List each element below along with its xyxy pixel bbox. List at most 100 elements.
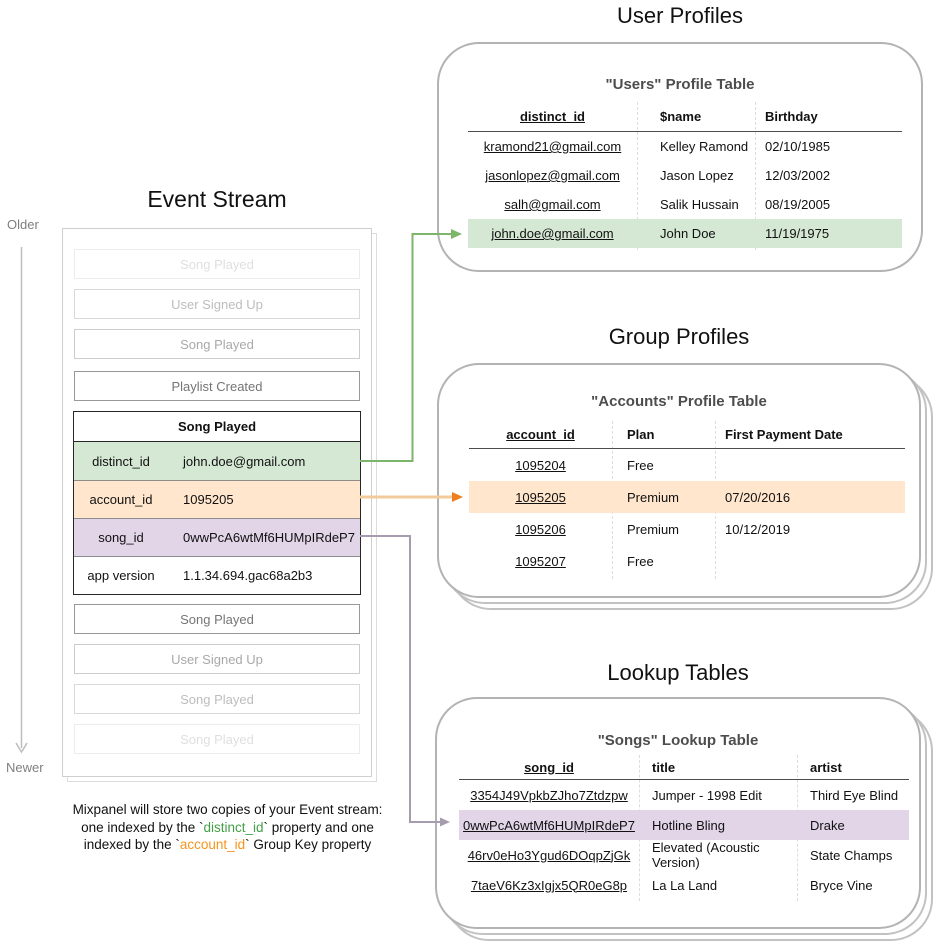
table-row-highlighted: john.doe@gmail.com John Doe 11/19/1975 [468,219,902,248]
caption-line3-pre: indexed by the ` [83,837,180,852]
column-header-title: title [652,759,676,775]
property-key: distinct_id [92,453,150,469]
cell-distinct-id: john.doe@gmail.com [491,226,614,241]
cell-birthday: 11/19/1975 [765,226,830,241]
event-item: Song Played [74,604,360,634]
header-rule [469,448,905,449]
cell-distinct-id: salh@gmail.com [504,197,601,212]
cell-name: Kelley Ramond [660,139,749,154]
table-row: 7taeV6Kz3xIgjx5QR0eG8p La La Land Bryce … [459,870,909,900]
event-item: User Signed Up [74,289,360,319]
column-header-first-payment-date: First Payment Date [725,427,843,442]
property-key: app version [87,568,155,583]
cell-artist: Third Eye Blind [810,787,899,803]
event-item: Song Played [74,249,360,279]
cell-song-id: 46rv0eHo3Ygud6DOqpZjGk [467,847,631,863]
caption-line2-post: ` property and one [263,819,374,835]
cell-plan: Free [627,457,654,473]
accounts-table: account_id Plan First Payment Date 10952… [469,421,905,577]
table-row: 1095204 Free [469,449,905,481]
cell-distinct-id: jasonlopez@gmail.com [485,168,620,183]
songs-card-title: "Songs" Lookup Table [597,732,759,749]
user-profiles-section-title: User Profiles [617,3,743,28]
caption-line1: Mixpanel will store two copies of your E… [72,802,383,817]
cell-account-id: 1095205 [515,489,566,505]
header-rule [468,131,902,132]
cell-song-id: 3354J49VpkbZJho7Ztdzpw [470,787,628,803]
event-item: Song Played [74,724,360,754]
column-header-artist: artist [810,759,842,775]
table-row: 1095207 Free [469,545,905,577]
cell-birthday: 08/19/2005 [765,197,831,212]
cell-birthday: 12/03/2002 [765,168,831,183]
cell-title: Jumper - 1998 Edit [652,787,762,803]
songs-lookup-card: "Songs" Lookup Table song_id title artis… [435,697,921,929]
event-item: Song Played [74,329,360,359]
songs-table: song_id title artist 3354J49VpkbZJho7Ztd… [459,755,909,900]
column-header-account-id: account_id [506,427,575,442]
table-row: 3354J49VpkbZJho7Ztdzpw Jumper - 1998 Edi… [459,780,909,810]
table-header-row: song_id title artist [459,755,909,779]
column-header-name: $name [660,109,702,124]
expanded-event-name: Song Played [74,412,360,442]
event-property-row-distinct-id: distinct_id john.doe@gmail.com [74,442,360,480]
accounts-profile-card: "Accounts" Profile Table account_id Plan… [437,363,921,598]
property-key: account_id [89,492,153,507]
table-header-row: account_id Plan First Payment Date [469,421,905,448]
property-value: 1.1.34.694.gac68a2b3 [183,568,313,583]
cell-name: Salik Hussain [660,197,739,212]
property-key: song_id [98,530,144,545]
header-rule [459,779,909,780]
cell-title: Elevated (Acoustic Version) [652,840,760,870]
table-row-highlighted: 1095205 Premium 07/20/2016 [469,481,905,513]
cell-name: John Doe [660,226,716,241]
expanded-event-card: Song Played distinct_id john.doe@gmail.c… [73,411,361,595]
event-property-row-app-version: app version 1.1.34.694.gac68a2b3 [74,556,360,594]
newer-label: Newer [6,760,44,775]
cell-title: La La Land [652,877,718,893]
caption-line3-post: ` Group Key property [245,837,372,852]
cell-plan: Free [627,553,654,569]
table-row: salh@gmail.com Salik Hussain 08/19/2005 [468,190,902,219]
cell-birthday: 02/10/1985 [765,139,831,154]
caption-distinct-id-keyword: distinct_id [203,819,264,835]
lookup-tables-section-title: Lookup Tables [607,660,749,685]
column-header-plan: Plan [627,427,655,442]
table-row: 46rv0eHo3Ygud6DOqpZjGk Elevated (Acousti… [459,840,909,870]
table-row: jasonlopez@gmail.com Jason Lopez 12/03/2… [468,161,902,190]
cell-song-id: 7taeV6Kz3xIgjx5QR0eG8p [470,877,628,893]
users-card-title: "Users" Profile Table [605,76,755,93]
cell-name: Jason Lopez [660,168,734,183]
footnote-caption: Mixpanel will store two copies of your E… [25,801,430,854]
property-value: john.doe@gmail.com [183,453,306,469]
users-profile-card: "Users" Profile Table distinct_id $name … [437,42,923,272]
table-row: kramond21@gmail.com Kelley Ramond 02/10/… [468,132,902,161]
cell-plan: Premium [627,489,680,505]
column-header-distinct-id: distinct_id [519,109,585,124]
table-row: 1095206 Premium 10/12/2019 [469,513,905,545]
caption-line2-pre: one indexed by the ` [81,819,204,835]
event-item: User Signed Up [74,644,360,674]
cell-first-payment-date: 10/12/2019 [725,521,791,537]
cell-first-payment-date: 07/20/2016 [725,489,791,505]
accounts-card-title: "Accounts" Profile Table [591,393,767,410]
cell-distinct-id: kramond21@gmail.com [483,139,622,154]
cell-song-id: 0wwPcA6wtMf6HUMpIRdeP7 [463,817,635,833]
event-item: Song Played [74,684,360,714]
cell-artist: State Champs [810,847,893,863]
column-header-song-id: song_id [524,759,574,775]
cell-account-id: 1095207 [515,553,566,569]
column-separator [755,102,756,250]
cell-artist: Bryce Vine [810,877,873,893]
table-row-highlighted: 0wwPcA6wtMf6HUMpIRdeP7 Hotline Bling Dra… [459,810,909,840]
event-stream-title: Event Stream [147,186,287,212]
property-value: 1095205 [183,492,234,507]
table-header-row: distinct_id $name Birthday [468,102,902,131]
cell-account-id: 1095204 [515,457,566,473]
column-header-birthday: Birthday [765,109,818,124]
event-item: Playlist Created [74,371,360,401]
column-separator [637,102,638,250]
older-label: Older [7,217,39,232]
property-value: 0wwPcA6wtMf6HUMpIRdeP7 [183,530,355,545]
